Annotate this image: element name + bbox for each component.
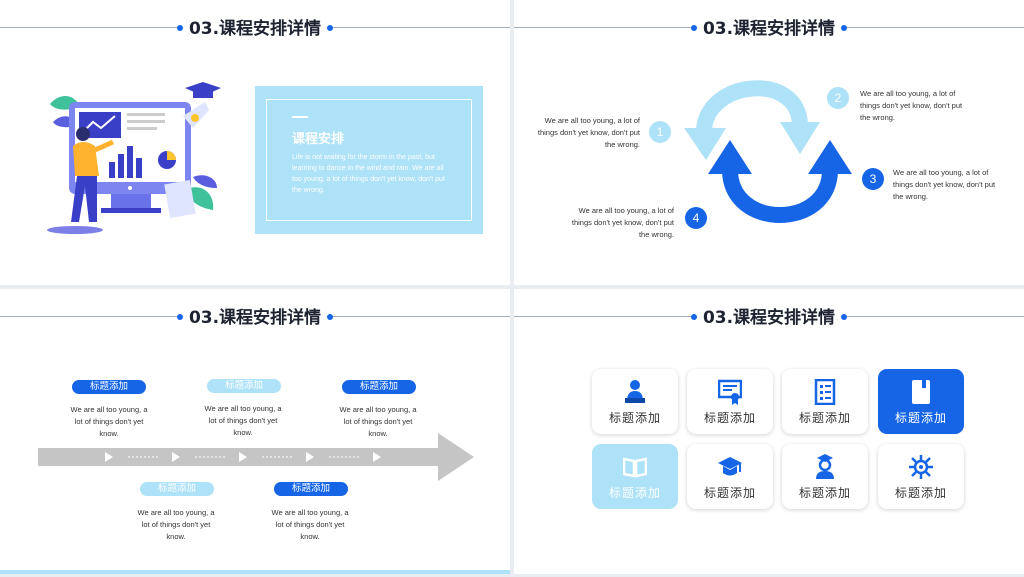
tile-label: 标题添加 <box>608 486 661 500</box>
page-title: 03.课程安排详情 <box>696 14 842 39</box>
step-number-1: 1 <box>649 121 671 143</box>
page-title: 03.课程安排详情 <box>696 303 842 328</box>
tile-label: 标题添加 <box>798 486 851 500</box>
slide-header: 03.课程安排详情 <box>0 14 510 39</box>
tile-virus-gear[interactable]: 标题添加 <box>878 444 964 509</box>
tile-label: 标题添加 <box>798 411 851 425</box>
page-title: 03.课程安排详情 <box>182 14 328 39</box>
timeline-pill-3: 标题添加 <box>342 380 416 394</box>
slide-header: 03.课程安排详情 <box>0 303 510 328</box>
open-book-icon <box>623 457 647 478</box>
tile-book[interactable]: 标题添加 <box>878 369 964 434</box>
card-body: Life is not waiting for the storm in the… <box>292 154 445 194</box>
person-laptop-icon <box>625 380 645 403</box>
tile-open-book[interactable]: 标题添加 <box>592 444 678 509</box>
virus-gear-icon <box>909 455 933 479</box>
course-card-border: 课程安排 Life is not waiting for the storm i… <box>266 99 472 221</box>
card-title: 课程安排 <box>292 132 345 147</box>
timeline-text-1: We are all too young, a lot of things do… <box>70 405 148 438</box>
header-dot-right <box>841 24 848 31</box>
header-dot-right <box>327 313 334 320</box>
step-text-4: We are all too young, a lot of things do… <box>571 206 674 239</box>
step-text-3: We are all too young, a lot of things do… <box>893 168 996 201</box>
header-dot-right <box>327 24 334 31</box>
header-dot-right <box>841 313 848 320</box>
timeline-text-2: We are all too young, a lot of things do… <box>204 404 282 437</box>
header-dot-left <box>176 313 183 320</box>
header-dot-left <box>176 24 183 31</box>
step-text-2: We are all too young, a lot of things do… <box>860 89 963 122</box>
slide-3: 03.课程安排详情 标题添加 We are all too young, a l… <box>0 289 510 574</box>
cycle-arrows-graphic <box>684 80 852 223</box>
header-dot-left <box>690 24 697 31</box>
timeline-text-3: We are all too young, a lot of things do… <box>339 405 417 438</box>
timeline-pill-5: 标题添加 <box>274 482 348 496</box>
student-icon <box>816 454 834 479</box>
tile-label: 标题添加 <box>894 486 947 500</box>
timeline-text-5: We are all too young, a lot of things do… <box>271 508 349 541</box>
timeline-pill-1: 标题添加 <box>72 380 146 394</box>
slide-2: 03.课程安排详情 1 We are all too young, a lot … <box>514 0 1024 285</box>
bottom-accent-bar <box>514 570 1024 574</box>
tile-checklist[interactable]: 标题添加 <box>782 369 868 434</box>
computer-illustration <box>47 82 221 234</box>
step-text-1: We are all too young, a lot of things do… <box>537 116 640 149</box>
tile-student[interactable]: 标题添加 <box>782 444 868 509</box>
book-icon <box>912 380 930 404</box>
bottom-accent-bar <box>0 570 510 574</box>
timeline-arrow <box>38 433 474 481</box>
tile-label: 标题添加 <box>703 486 756 500</box>
step-number-2: 2 <box>827 87 849 109</box>
timeline-pill-4: 标题添加 <box>140 482 214 496</box>
step-number-4: 4 <box>685 207 707 229</box>
tile-label: 标题添加 <box>703 411 756 425</box>
tile-certificate[interactable]: 标题添加 <box>687 369 773 434</box>
timeline-text-4: We are all too young, a lot of things do… <box>137 508 215 541</box>
step-number-3: 3 <box>862 168 884 190</box>
slide-header: 03.课程安排详情 <box>514 14 1024 39</box>
slide-1: 03.课程安排详情 课程安排 <box>0 0 510 285</box>
tile-person-laptop[interactable]: 标题添加 <box>592 369 678 434</box>
course-card: 课程安排 Life is not waiting for the storm i… <box>255 86 483 234</box>
card-dash <box>292 116 308 118</box>
graduation-cap-icon <box>718 457 742 476</box>
tile-label: 标题添加 <box>608 411 661 425</box>
checklist-icon <box>814 379 836 405</box>
slide-4: 03.课程安排详情 标题添加 标题添加 标题添加 标题添加 标题添加 标 <box>514 289 1024 574</box>
tile-label: 标题添加 <box>894 411 947 425</box>
tile-graduation-cap[interactable]: 标题添加 <box>687 444 773 509</box>
slide-header: 03.课程安排详情 <box>514 303 1024 328</box>
timeline-pill-2: 标题添加 <box>207 379 281 393</box>
header-dot-left <box>690 313 697 320</box>
page-title: 03.课程安排详情 <box>182 303 328 328</box>
certificate-icon <box>718 379 742 405</box>
